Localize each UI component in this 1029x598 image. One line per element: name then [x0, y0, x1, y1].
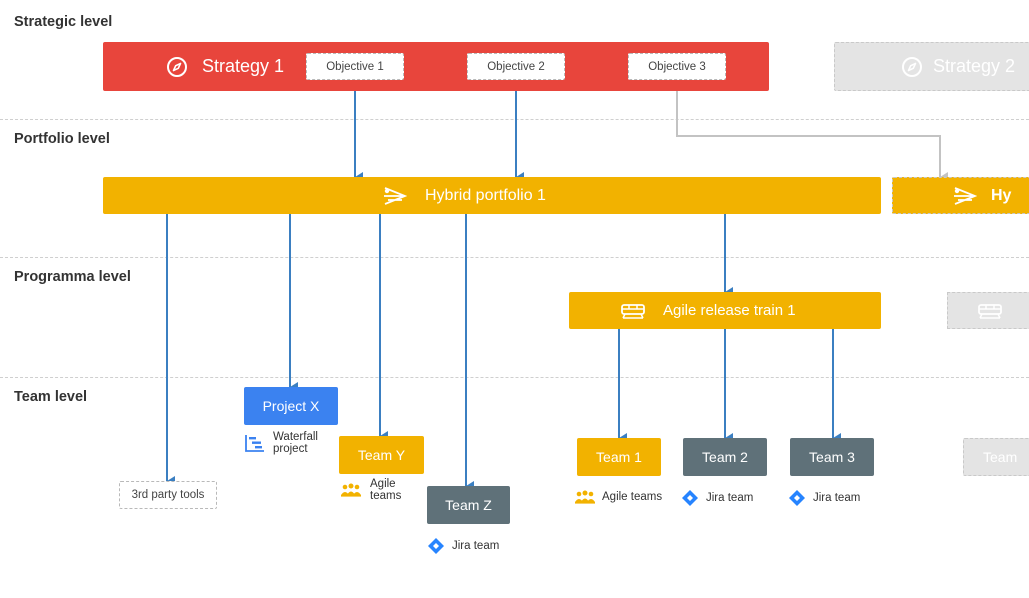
- team-ghost-node[interactable]: Team: [963, 438, 1029, 476]
- hybrid-portfolio-1-label: Hybrid portfolio 1: [425, 186, 546, 204]
- jira-team-z-caption: Jira team: [428, 538, 499, 554]
- jira-team-3-caption: Jira team: [789, 490, 860, 506]
- agile-release-train-1-label: Agile release train 1: [663, 302, 796, 319]
- waterfall-caption: Waterfall project: [245, 431, 337, 455]
- objective-3-chip[interactable]: Objective 3: [628, 53, 726, 80]
- agile-release-train-2-bar[interactable]: [947, 292, 1029, 329]
- team-z-node[interactable]: Team Z: [427, 486, 510, 524]
- compass-icon: [166, 56, 188, 78]
- jira-diamond-icon: [682, 490, 698, 506]
- gantt-icon: [245, 434, 265, 452]
- level-label-strategic: Strategic level: [14, 14, 113, 30]
- objective-2-chip[interactable]: Objective 2: [467, 53, 565, 80]
- level-label-team: Team level: [14, 389, 88, 405]
- objective-1-chip[interactable]: Objective 1: [306, 53, 404, 80]
- level-label-programma: Programma level: [14, 269, 131, 285]
- waterfall-caption-text: Waterfall project: [273, 431, 318, 455]
- divider-programma-team: [0, 377, 1029, 378]
- team-3-node[interactable]: Team 3: [790, 438, 874, 476]
- compass-icon: [901, 56, 923, 78]
- train-icon: [978, 303, 1002, 319]
- jira-team-3-text: Jira team: [813, 492, 861, 504]
- agile-teams-1-text: Agile teams: [602, 491, 663, 503]
- agile-teams-y-caption: Agile teams: [340, 478, 420, 502]
- level-label-portfolio: Portfolio level: [14, 131, 110, 147]
- strategy-1-label: Strategy 1: [202, 56, 285, 76]
- agile-release-train-1-bar[interactable]: Agile release train 1: [569, 292, 881, 329]
- third-party-tools-node[interactable]: 3rd party tools: [119, 481, 217, 509]
- agile-teams-y-text: Agile teams: [370, 478, 402, 502]
- team-people-icon: [574, 490, 596, 504]
- portfolio-icon: [953, 186, 977, 205]
- team-y-node[interactable]: Team Y: [339, 436, 424, 474]
- divider-portfolio-programma: [0, 257, 1029, 258]
- jira-diamond-icon: [789, 490, 805, 506]
- jira-team-2-text: Jira team: [706, 492, 754, 504]
- arrow-objective3-portfolio2: [676, 81, 948, 182]
- jira-team-2-caption: Jira team: [682, 490, 753, 506]
- team-people-icon: [340, 483, 362, 497]
- agile-teams-1-caption: Agile teams: [574, 490, 662, 504]
- jira-diamond-icon: [428, 538, 444, 554]
- train-icon: [621, 303, 645, 319]
- hybrid-portfolio-2-label: Hy: [991, 186, 1012, 204]
- team-1-node[interactable]: Team 1: [577, 438, 661, 476]
- jira-team-z-text: Jira team: [452, 540, 500, 552]
- project-x-node[interactable]: Project X: [244, 387, 338, 425]
- team-2-node[interactable]: Team 2: [683, 438, 767, 476]
- portfolio-icon: [383, 186, 407, 205]
- strategy-2-bar[interactable]: Strategy 2: [834, 42, 1029, 91]
- strategy-2-label: Strategy 2: [933, 56, 1016, 76]
- divider-strategic-portfolio: [0, 119, 1029, 120]
- hybrid-portfolio-2-bar[interactable]: Hy: [892, 177, 1029, 214]
- hybrid-portfolio-1-bar[interactable]: Hybrid portfolio 1: [103, 177, 881, 214]
